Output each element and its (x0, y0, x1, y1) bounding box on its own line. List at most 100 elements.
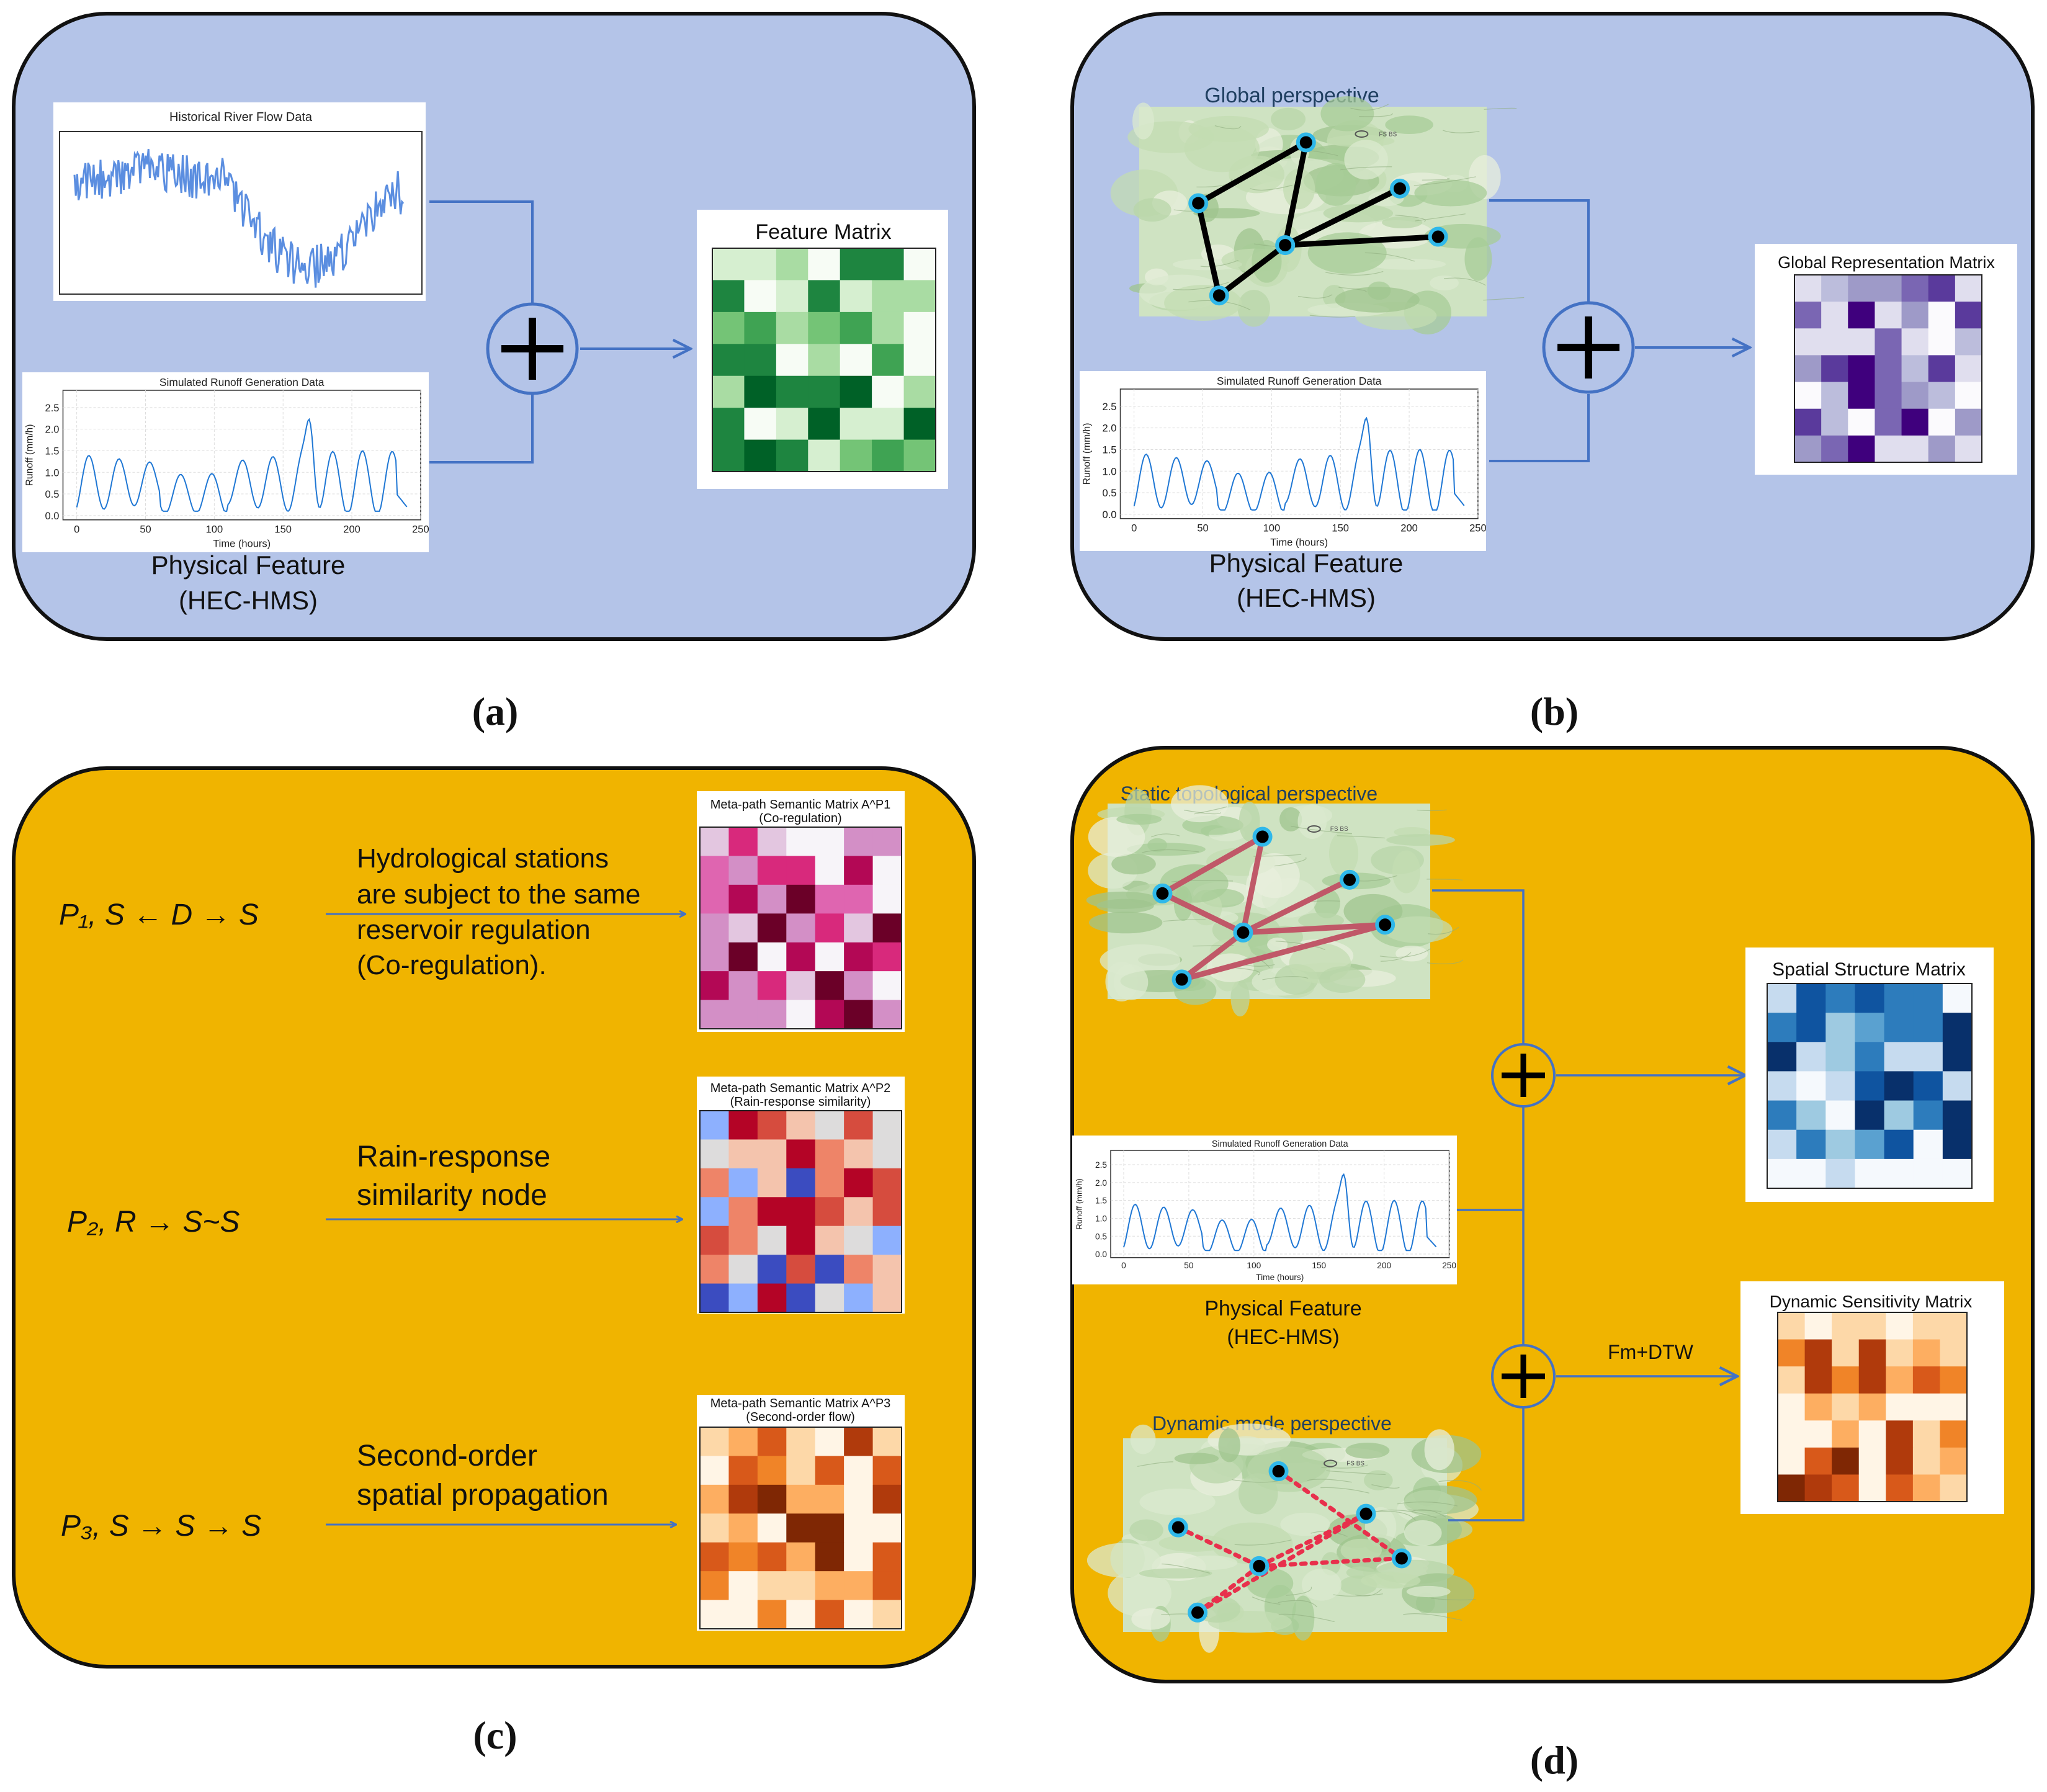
station-node (1249, 1556, 1270, 1576)
matrix-cell (728, 1600, 758, 1629)
matrix-cell (1832, 1366, 1860, 1394)
matrix-cell (728, 884, 758, 914)
matrix-cell (1913, 1013, 1943, 1042)
runoff-x-tick: 150 (1332, 522, 1349, 534)
matrix-cell (786, 856, 816, 885)
matrix-cell (757, 1168, 787, 1198)
map-static: FS BS (1086, 785, 1464, 1017)
matrix-cell (872, 856, 902, 885)
runoff-y-tick: 2.0 (45, 424, 60, 436)
physical-feature-label-b: Physical Feature (1209, 549, 1404, 578)
meta-path-p1-desc-line4: (Co-regulation). (357, 950, 547, 980)
matrix-cell (700, 1168, 729, 1198)
matrix-cell (1832, 1339, 1860, 1367)
matrix-cell (1913, 983, 1943, 1013)
matrix-cell (1875, 435, 1902, 463)
matrix-cell (1884, 983, 1914, 1013)
matrix-cell (844, 1000, 874, 1029)
matrix-cell (712, 344, 745, 377)
fm-dtw-label: Fm+DTW (1608, 1341, 1694, 1363)
matrix-cell (872, 344, 905, 377)
matrix-cell (1912, 1420, 1940, 1448)
matrix-cell (757, 1542, 787, 1572)
matrix-cell (786, 1513, 816, 1543)
matrix-cell (700, 1484, 729, 1514)
runoff-chart-a: Simulated Runoff Generation Data0.00.51.… (22, 372, 429, 552)
matrix-cell (872, 248, 905, 280)
matrix-cell (1884, 1158, 1914, 1189)
matrix-cell (700, 1283, 729, 1313)
matrix-cell (1794, 382, 1822, 410)
matrix-cell (1767, 1129, 1797, 1160)
matrix-cell (1884, 1013, 1914, 1042)
matrix-cell (1832, 1312, 1860, 1340)
matrix-cell (1912, 1339, 1940, 1367)
matrix-cell (744, 280, 777, 313)
meta-path-p1-desc-line1: Hydrological stations (357, 843, 609, 874)
station-node (1209, 285, 1229, 306)
matrix-cell (1928, 355, 1956, 383)
runoff-x-tick: 0 (1131, 522, 1137, 534)
runoff-y-tick: 1.0 (1095, 1214, 1107, 1223)
matrix-cell (1821, 382, 1848, 410)
matrix-cell (844, 1600, 874, 1629)
matrix-cell (700, 1571, 729, 1601)
matrix-cell (700, 1542, 729, 1572)
matrix-cell (844, 1571, 874, 1601)
matrix-cell (1875, 275, 1902, 302)
runoff-chart-b: Simulated Runoff Generation Data0.00.51.… (1080, 371, 1487, 551)
matrix-cell (844, 884, 874, 914)
matrix-cell (815, 1255, 844, 1284)
matrix-cell (776, 311, 808, 344)
meta-path-p3: P₃, S → S → S (61, 1510, 261, 1543)
physical-feature-sub-a: (HEC-HMS) (179, 586, 318, 615)
matrix-cell (1767, 1158, 1797, 1189)
matrix-cell (1778, 1420, 1806, 1448)
matrix-cell (712, 375, 745, 408)
matrix-cell (815, 1168, 844, 1198)
matrix-cell (872, 439, 905, 472)
matrix-cell (844, 1168, 874, 1198)
matrix-cell (840, 439, 872, 472)
matrix-cell (1858, 1474, 1886, 1502)
matrix-cell (815, 1484, 844, 1514)
matrix-cell (1796, 1129, 1826, 1160)
matrix-cell (844, 1197, 874, 1227)
matrix-cell (840, 408, 872, 441)
matrix-cell (872, 408, 905, 441)
map-label: FS BS (1346, 1461, 1364, 1467)
matrix-cell (872, 1255, 902, 1284)
matrix-cell (872, 827, 902, 856)
matrix-cell (1855, 1129, 1885, 1160)
matrix-cell (844, 1225, 874, 1255)
matrix-cell (757, 1427, 787, 1456)
matrix-cell (1794, 435, 1822, 463)
matrix-cell (728, 1111, 758, 1140)
matrix-cell (757, 942, 787, 972)
matrix-cell (1940, 1366, 1968, 1394)
matrix-cell (700, 884, 729, 914)
matrix-cell (700, 1600, 729, 1629)
runoff-x-tick: 50 (140, 524, 151, 535)
matrix-cell (712, 311, 745, 344)
runoff-chart-d: Simulated Runoff Generation Data0.00.51.… (1072, 1136, 1457, 1284)
matrix-cell (786, 1255, 816, 1284)
matrix-cell (815, 942, 844, 972)
runoff-x-tick: 150 (274, 524, 292, 535)
matrix-cell (872, 1571, 902, 1601)
runoff-x-tick: 0 (74, 524, 79, 535)
station-node (1268, 1461, 1289, 1482)
map-global: FS BS (1110, 96, 1525, 334)
station-node (1152, 883, 1173, 903)
meta-matrix-p3 (699, 1427, 902, 1629)
matrix-cell (1942, 983, 1973, 1013)
runoff-y-tick: 2.5 (1103, 401, 1117, 413)
matrix-cell (1858, 1393, 1886, 1421)
matrix-cell (1821, 275, 1848, 302)
matrix-cell (1901, 382, 1929, 410)
matrix-cell (757, 884, 787, 914)
historical-flow-line (73, 149, 405, 288)
matrix-cell (1886, 1366, 1914, 1394)
matrix-cell (728, 971, 758, 1001)
runoff-line (76, 418, 408, 512)
